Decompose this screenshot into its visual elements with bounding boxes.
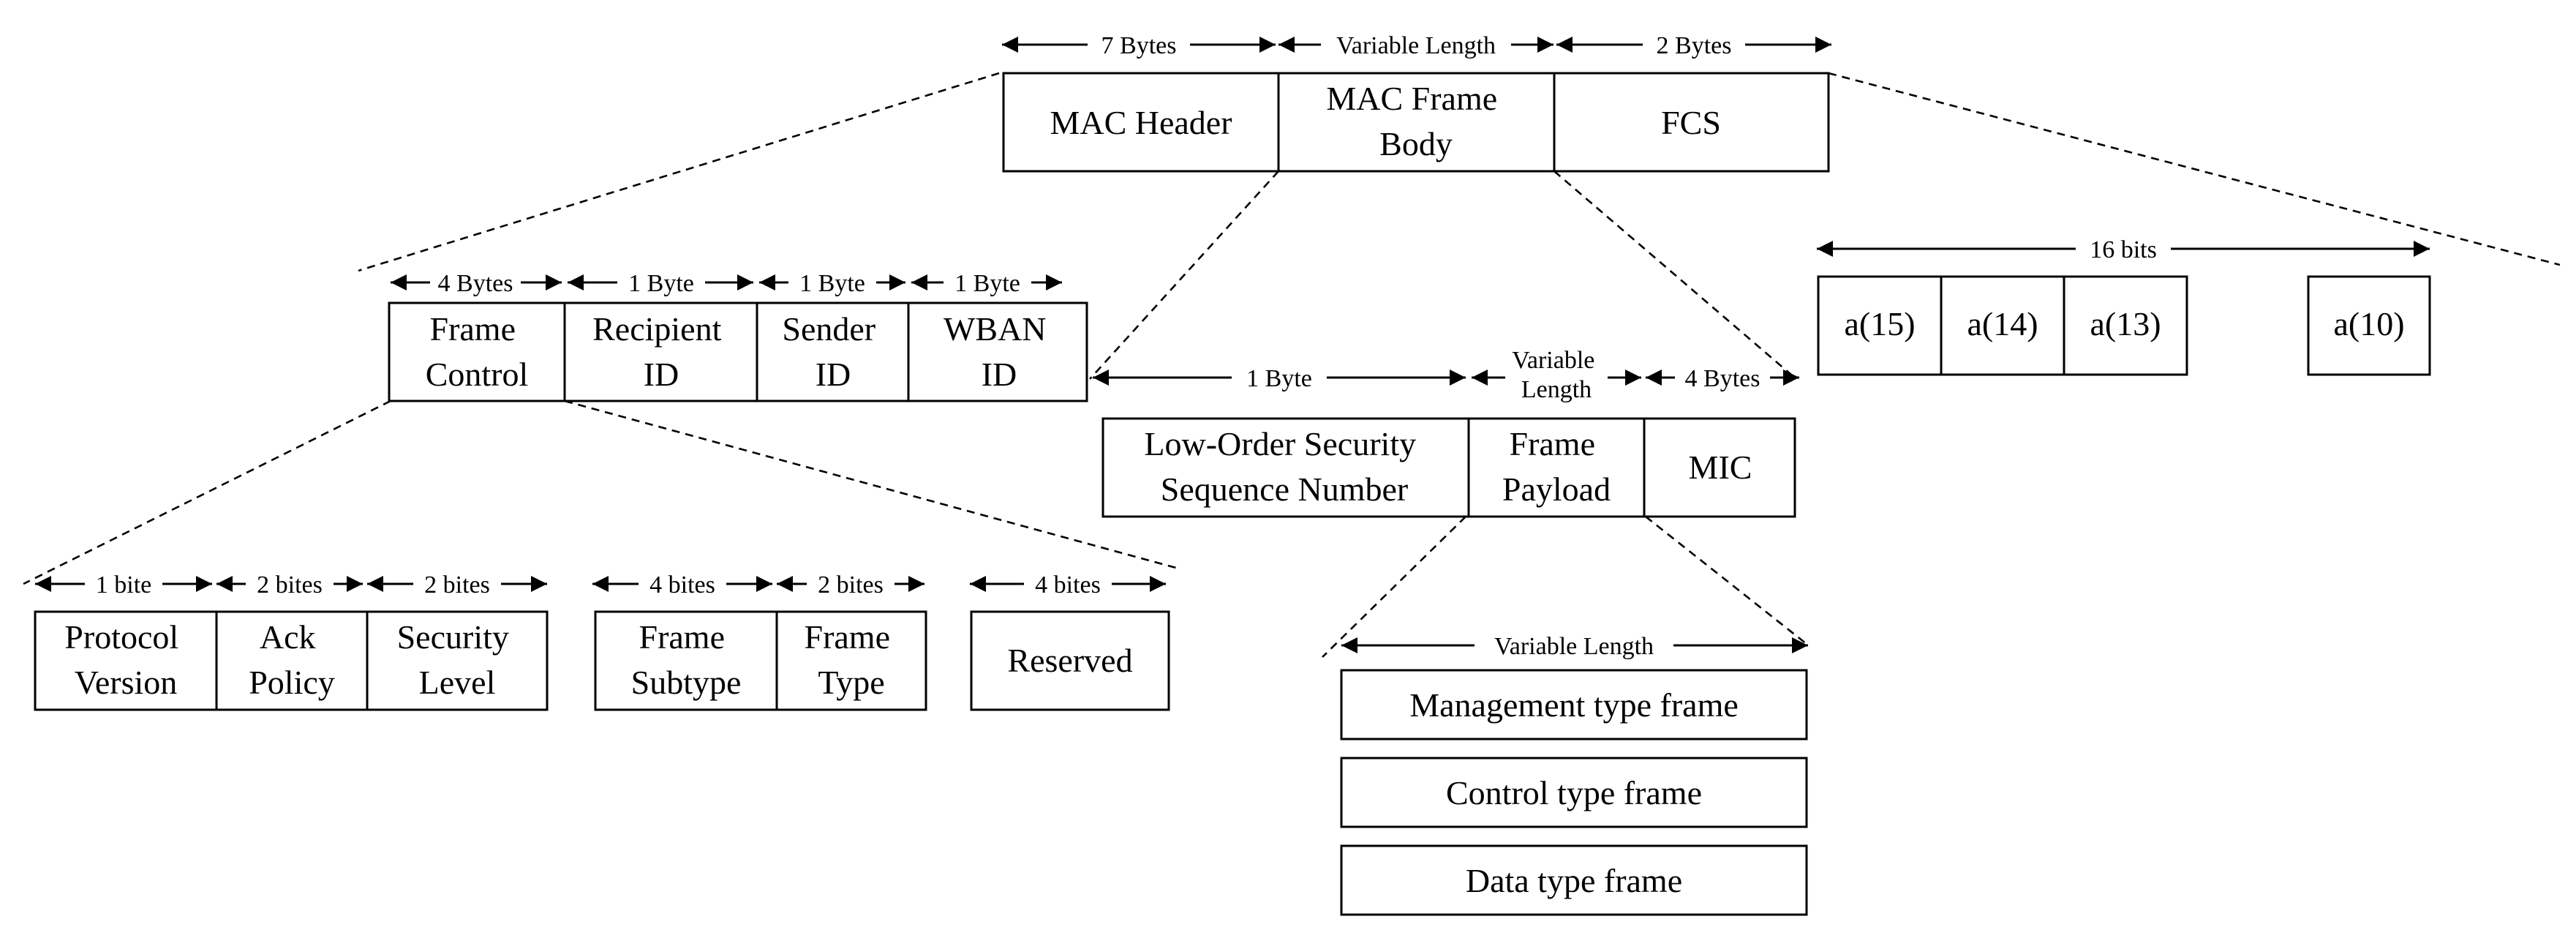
dim-reserved: 4 bites <box>970 569 1166 599</box>
dim-label: 4 Bytes <box>1685 365 1760 392</box>
dim-mac-header: 7 Bytes <box>1002 30 1276 59</box>
data-frame-box <box>1340 844 1808 916</box>
control-type-frame: Control type frame <box>1446 774 1702 811</box>
mac-frame-box <box>1002 72 1830 173</box>
frame-control-box-1 <box>34 610 549 711</box>
dim-frame-subtype: 4 bites <box>592 569 772 599</box>
field-frame-subtype: Frame Subtype <box>631 618 742 701</box>
dim-label: 1 Byte <box>799 270 865 297</box>
dim-label: 2 bites <box>424 571 490 599</box>
dim-mac-frame-body: Variable Length <box>1278 30 1553 59</box>
dim-fcs: 2 Bytes <box>1556 30 1831 59</box>
bit-a10: a(10) <box>2333 305 2404 342</box>
dim-frame-payload: Variable Length <box>1472 342 1641 410</box>
dim-label: 4 bites <box>1035 571 1101 599</box>
fcs-bits: 16 bits a(15) a(14) a(13) a(10) <box>1817 234 2431 376</box>
bit-a15: a(15) <box>1844 305 1915 342</box>
dim-label: 4 Bytes <box>438 270 513 297</box>
dim-label: 7 Bytes <box>1101 32 1177 59</box>
field-frame-control: Frame Control <box>426 310 529 393</box>
field-reserved: Reserved <box>1007 642 1132 679</box>
dim-label: 1 Byte <box>954 270 1020 297</box>
dim-protocol-version: 1 bite <box>35 569 212 599</box>
field-mac-frame-body: MAC Frame Body <box>1326 80 1505 162</box>
dim-security-level: 2 bites <box>367 569 547 599</box>
dim-recipient-id: 1 Byte <box>568 268 753 297</box>
dim-label: 4 bites <box>649 571 715 599</box>
fcs-bits-box <box>1817 275 2188 376</box>
dim-label: 16 bits <box>2090 236 2157 263</box>
dim-label: 1 bite <box>96 571 151 599</box>
frame-control-box-3 <box>970 610 1170 711</box>
dim-sequence-number: 1 Byte <box>1093 363 1466 392</box>
bit-a13: a(13) <box>2090 305 2161 342</box>
mac-frame: 7 Bytes Variable Length 2 Bytes MAC Head… <box>1002 30 1831 173</box>
field-mic: MIC <box>1689 449 1752 486</box>
dim-label: Variable Length <box>1512 347 1601 403</box>
dim-wban-id: 1 Byte <box>911 268 1062 297</box>
field-security-level: Security Level <box>397 618 518 701</box>
dim-sender-id: 1 Byte <box>759 268 905 297</box>
frame-control: 1 bite 2 bites 2 bites 4 bites 2 bites <box>34 569 1170 711</box>
mac-frame-body: 1 Byte Variable Length 4 Bytes Low-Order… <box>1093 342 1799 518</box>
dim-label: 1 Byte <box>1246 365 1312 392</box>
frame-control-dimensions: 1 bite 2 bites 2 bites 4 bites 2 bites <box>35 569 1166 599</box>
field-frame-type: Frame Type <box>804 618 898 701</box>
mac-frame-body-dimensions: 1 Byte Variable Length 4 Bytes <box>1093 342 1799 410</box>
field-sender-id: Sender ID <box>782 310 884 393</box>
mac-frame-dimensions: 7 Bytes Variable Length 2 Bytes <box>1002 30 1831 59</box>
fcs-bit-a10-box <box>2307 275 2431 376</box>
dim-ack-policy: 2 bites <box>216 569 363 599</box>
frame-control-box-2 <box>594 610 927 711</box>
frame-payload-types: Variable Length Management type frame Co… <box>1340 631 1808 916</box>
expansion-lines <box>23 72 2561 658</box>
field-protocol-version: Protocol Version <box>64 618 187 701</box>
field-mac-header: MAC Header <box>1050 104 1232 141</box>
dim-label: 2 bites <box>818 571 884 599</box>
dim-fcs-bits: 16 bits <box>1817 234 2430 263</box>
mac-header: 4 Bytes 1 Byte 1 Byte 1 Byte Frame <box>388 268 1088 402</box>
field-wban-id: WBAN ID <box>944 310 1055 393</box>
bit-a14: a(14) <box>1967 305 2038 342</box>
dim-mic: 4 Bytes <box>1646 363 1799 392</box>
field-frame-payload: Frame Payload <box>1502 425 1611 508</box>
dim-label: 2 Bytes <box>1657 32 1732 59</box>
control-frame-box <box>1340 757 1808 828</box>
dim-payload: Variable Length <box>1341 631 1808 660</box>
mac-header-box <box>388 301 1088 402</box>
dim-label: 1 Byte <box>628 270 694 297</box>
mac-header-dimensions: 4 Bytes 1 Byte 1 Byte 1 Byte <box>391 268 1062 297</box>
field-fcs: FCS <box>1661 104 1721 141</box>
management-frame-box <box>1340 669 1808 740</box>
mac-frame-body-box <box>1101 417 1796 518</box>
data-type-frame: Data type frame <box>1466 862 1682 899</box>
field-recipient-id: Recipient ID <box>592 310 730 393</box>
dim-frame-type: 2 bites <box>777 569 924 599</box>
field-sequence-number: Low-Order Security Sequence Number <box>1144 425 1424 508</box>
dim-frame-control: 4 Bytes <box>391 268 562 297</box>
field-ack-policy: Ack Policy <box>249 618 335 701</box>
dim-label: Variable Length <box>1494 633 1654 660</box>
dim-label: Variable Length <box>1336 32 1496 59</box>
management-type-frame: Management type frame <box>1409 686 1739 724</box>
dim-label: 2 bites <box>257 571 323 599</box>
